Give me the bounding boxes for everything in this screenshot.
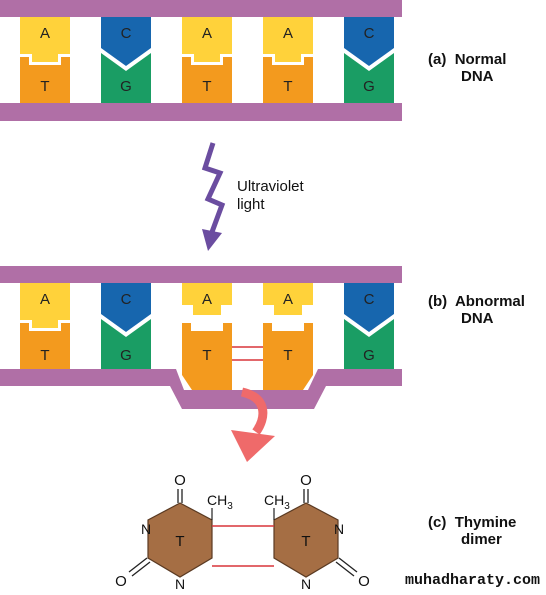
abnormal-base-t-1 (20, 323, 70, 369)
normal-top-base-label-2: C (121, 25, 132, 42)
thymine-dimer-molecule: O O O O N N N N T T CH3 CH3 (115, 472, 370, 592)
label-abnormal-line2: DNA (461, 310, 494, 327)
uv-light-label: Ultraviolet light (237, 178, 304, 214)
normal-base-a-3 (263, 17, 313, 62)
normal-base-t-3 (263, 57, 313, 103)
label-normal-part: (a) (428, 51, 447, 68)
right-ring-label: T (301, 533, 310, 550)
label-abnormal-part: (b) (428, 293, 448, 310)
normal-dna: A C A A C T G T T G (0, 0, 402, 121)
normal-bottom-base-label-1: T (40, 78, 49, 95)
methyl-right-subscript: 3 (284, 501, 290, 512)
right-bottom-carbonyl-bond-a (338, 557, 358, 573)
label-thymine-dimer: (c) Thymine dimer (428, 514, 516, 548)
label-normal-dna: (a) Normal DNA (428, 51, 506, 85)
normal-base-g-1 (101, 53, 151, 103)
abnormal-top-base-label-3: A (202, 291, 212, 308)
label-abnormal-dna: (b) Abnormal DNA (428, 293, 525, 327)
abnormal-bottom-base-label-1: T (40, 347, 49, 364)
normal-bottom-base-label-5: G (363, 78, 375, 95)
left-ring-label: T (175, 533, 184, 550)
abnormal-bottom-backbone (0, 369, 402, 409)
result-arrow (231, 387, 275, 462)
watermark: muhadharaty.com (404, 572, 540, 589)
left-bottom-carbonyl-bond-a (128, 557, 148, 573)
methyl-right-label: CH3 (264, 492, 290, 512)
abnormal-top-base-label-2: C (121, 291, 132, 308)
atom-o-left-top: O (174, 472, 186, 489)
methyl-right-text: CH (264, 492, 284, 508)
label-dimer-line1: Thymine (454, 514, 517, 531)
right-bottom-carbonyl-bond-b (335, 561, 355, 577)
normal-base-c-1 (101, 17, 151, 66)
normal-base-a-1 (20, 17, 70, 62)
normal-bottom-backbone (0, 103, 402, 121)
abnormal-bottom-base-label-3: T (202, 347, 211, 364)
normal-bottom-base-label-4: T (283, 78, 292, 95)
abnormal-top-base-label-4: A (283, 291, 293, 308)
normal-top-base-label-1: A (40, 25, 50, 42)
uv-label-line2: light (237, 196, 265, 213)
methyl-left-text: CH (207, 492, 227, 508)
result-arrow-head (231, 430, 275, 462)
label-dimer-line2: dimer (461, 531, 502, 548)
normal-base-a-2 (182, 17, 232, 62)
methyl-left-subscript: 3 (227, 501, 233, 512)
methyl-left-label: CH3 (207, 492, 233, 512)
uv-arrow (201, 142, 226, 251)
atom-o-left-bottom: O (115, 573, 127, 590)
abnormal-thymine-2 (263, 323, 313, 390)
abnormal-base-g-1 (101, 319, 151, 369)
result-arrow-shaft (240, 387, 268, 435)
atom-n-left-upper: N (141, 521, 151, 537)
abnormal-base-c-2 (344, 283, 394, 332)
abnormal-base-a-2 (182, 283, 232, 315)
abnormal-base-a-3 (263, 283, 313, 315)
label-normal-line2: DNA (461, 68, 494, 85)
normal-top-base-label-3: A (202, 25, 212, 42)
uv-arrowhead (202, 229, 222, 251)
normal-top-base-label-4: A (283, 25, 293, 42)
left-bottom-carbonyl-bond-b (131, 561, 151, 577)
normal-base-t-1 (20, 57, 70, 103)
abnormal-top-backbone (0, 266, 402, 283)
atom-o-right-top: O (300, 472, 312, 489)
abnormal-dna: A C A A C T G T T G (0, 266, 402, 409)
label-abnormal-line1: Abnormal (454, 293, 525, 310)
label-dimer-part: (c) (428, 514, 447, 531)
normal-base-c-2 (344, 17, 394, 66)
abnormal-base-a-1 (20, 283, 70, 328)
abnormal-bottom-base-label-2: G (120, 347, 132, 364)
abnormal-thymine-1 (182, 323, 232, 390)
normal-base-t-2 (182, 57, 232, 103)
atom-n-right-lower: N (301, 576, 311, 592)
normal-bottom-base-label-2: G (120, 78, 132, 95)
abnormal-top-base-label-5: C (364, 291, 375, 308)
abnormal-base-c-1 (101, 283, 151, 332)
uv-zigzag (201, 142, 226, 233)
abnormal-bottom-base-label-5: G (363, 347, 375, 364)
uv-label-line1: Ultraviolet (237, 178, 304, 195)
normal-base-g-2 (344, 53, 394, 103)
abnormal-top-base-label-1: A (40, 291, 50, 308)
abnormal-bottom-base-label-4: T (283, 347, 292, 364)
atom-o-right-bottom: O (358, 573, 370, 590)
normal-bottom-base-label-3: T (202, 78, 211, 95)
label-normal-line1: Normal (454, 51, 507, 68)
normal-top-backbone (0, 0, 402, 17)
abnormal-base-g-2 (344, 319, 394, 369)
atom-n-right-upper: N (334, 521, 344, 537)
normal-top-base-label-5: C (364, 25, 375, 42)
atom-n-left-lower: N (175, 576, 185, 592)
